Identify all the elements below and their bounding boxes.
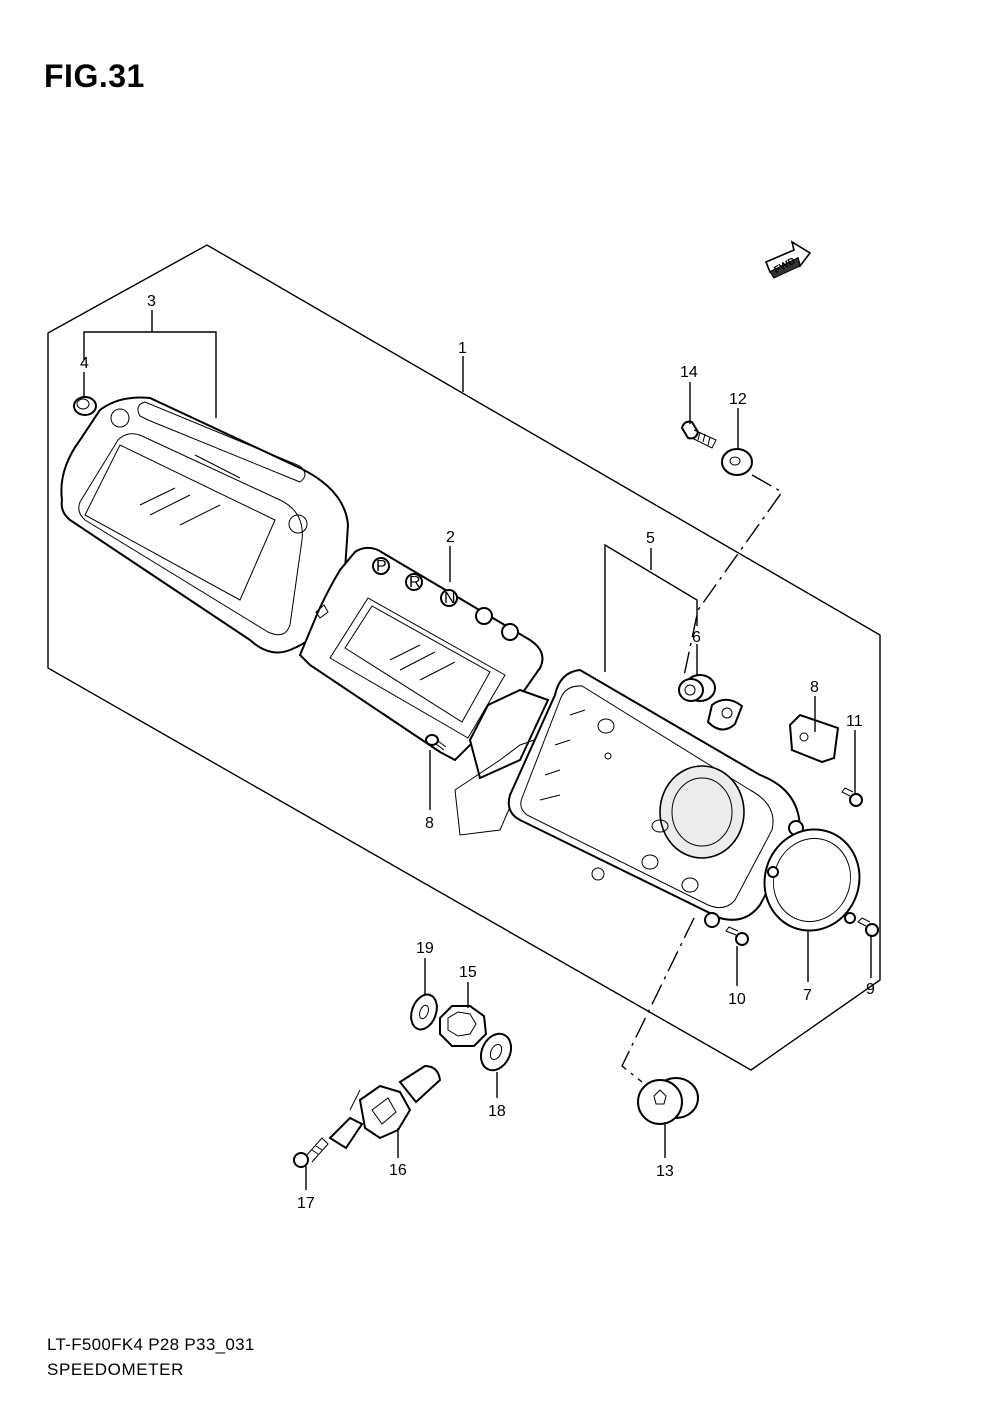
- guide-line-13: [621, 917, 695, 1083]
- indicator-r: R: [409, 574, 421, 591]
- indicator-n: N: [444, 590, 456, 607]
- fwd-arrow-icon: FWD: [764, 240, 812, 279]
- model-code: LT-F500FK4 P28 P33_031: [47, 1335, 255, 1354]
- screw-10: [725, 926, 749, 946]
- callout-15: 15: [459, 964, 477, 981]
- callout-1: 1: [458, 340, 467, 357]
- part-15-adapter: [439, 1005, 488, 1047]
- assembly-boundary: [47, 244, 881, 1071]
- callout-2: 2: [446, 529, 455, 546]
- part-13-grommet: [637, 1077, 699, 1125]
- callout-12: 12: [729, 391, 747, 408]
- screw-11: [841, 787, 863, 807]
- part-12-washer: [721, 448, 753, 476]
- part-5-meter-housing: [507, 668, 804, 928]
- callout-17: 17: [297, 1195, 315, 1212]
- callout-18: 18: [488, 1103, 506, 1120]
- screw-8-left: [425, 734, 447, 751]
- callout-16: 16: [389, 1162, 407, 1179]
- part-17-bolt: [293, 1137, 329, 1168]
- part-8-bracket-right: [788, 713, 840, 764]
- callout-19: 19: [416, 940, 434, 957]
- guide-line-12-6: [683, 474, 784, 677]
- part-7-gasket: [763, 828, 861, 932]
- part-6-grommet: [678, 674, 716, 702]
- part-16-speed-sensor: [328, 1064, 442, 1150]
- section-name: SPEEDOMETER: [47, 1360, 184, 1379]
- part-4-knob: [73, 396, 97, 416]
- part-19-washer: [410, 993, 438, 1031]
- callout-4: 4: [80, 355, 89, 372]
- callout-6: 6: [692, 629, 701, 646]
- part-18-washer: [479, 1032, 513, 1072]
- leader-lines: [83, 310, 872, 1190]
- figure-title: FIG.31: [44, 58, 145, 94]
- callout-14: 14: [680, 364, 698, 381]
- callout-10: 10: [728, 991, 746, 1008]
- part-2-indicator-panel: P R N: [298, 546, 550, 836]
- callout-5: 5: [646, 530, 655, 547]
- callout-8-right: 8: [810, 679, 819, 696]
- callout-7: 7: [803, 987, 812, 1004]
- screw-9: [857, 917, 879, 937]
- part-3-meter-cover: [60, 396, 350, 654]
- callout-8-left: 8: [425, 815, 434, 832]
- screw-14: [680, 420, 717, 449]
- callout-3: 3: [147, 293, 156, 310]
- callout-11: 11: [846, 713, 863, 730]
- callout-9: 9: [866, 981, 875, 998]
- indicator-p: P: [376, 558, 387, 575]
- callout-13: 13: [656, 1163, 674, 1180]
